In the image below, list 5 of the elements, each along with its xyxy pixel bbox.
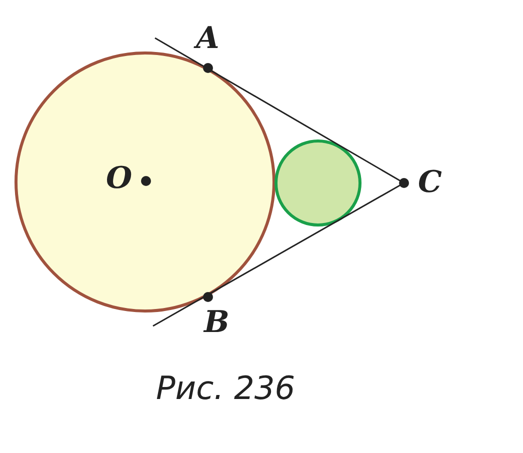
point-label: A — [196, 24, 220, 54]
point-label: B — [204, 308, 230, 338]
point-label: C — [418, 168, 442, 198]
point-label: O — [106, 164, 132, 194]
figure-caption: Рис. 236 — [156, 372, 296, 404]
